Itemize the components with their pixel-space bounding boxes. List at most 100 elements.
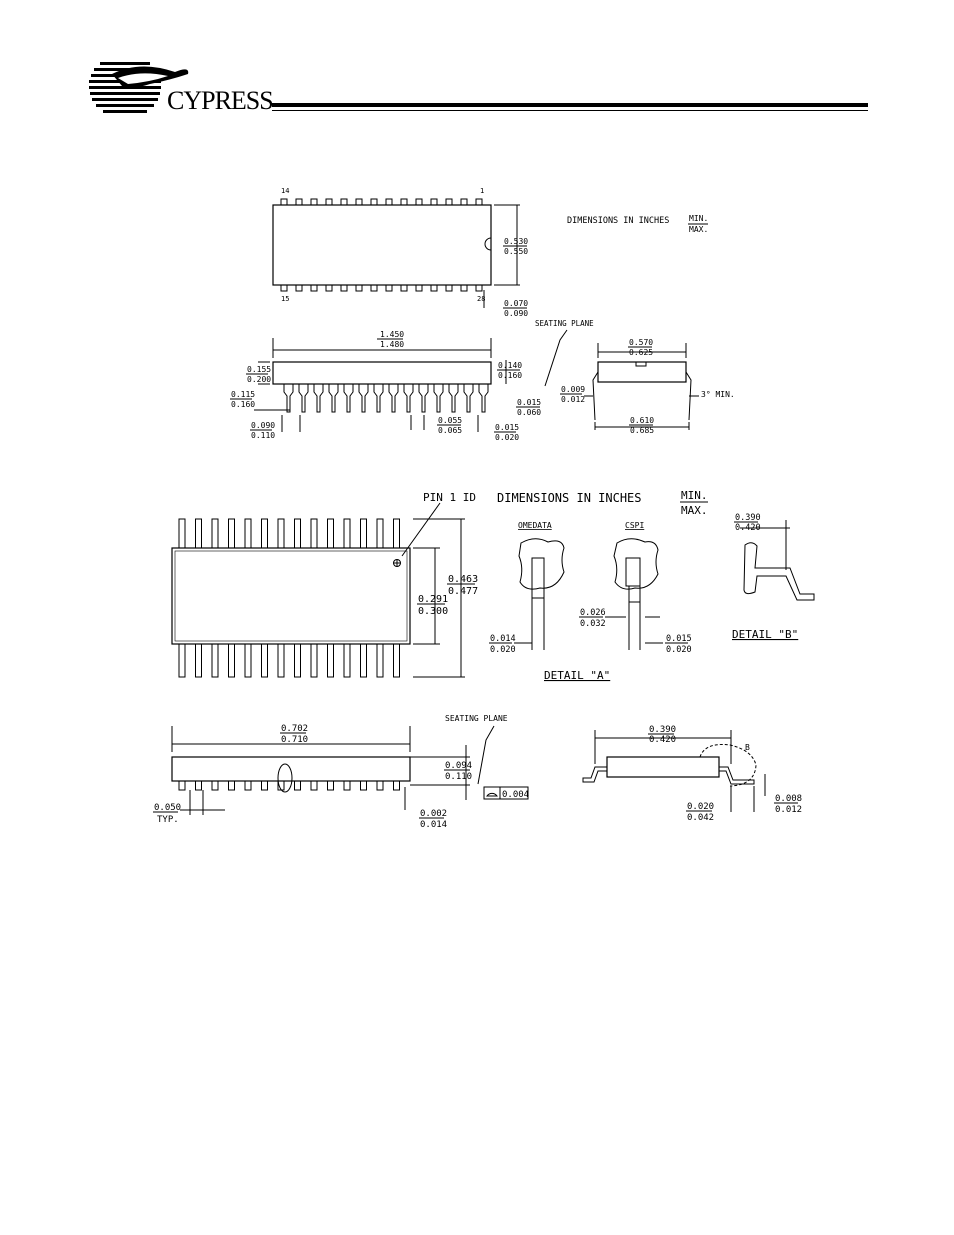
dip-side-lead (478, 384, 489, 413)
soic-pin (376, 643, 384, 678)
dip-side-body (272, 361, 492, 385)
soic-lead-min: 0.026 (580, 608, 606, 618)
soic-end-body (606, 756, 720, 778)
dip-width-min: 0.530 (504, 237, 528, 246)
soic-vendor-a: OMEDATA (518, 521, 552, 530)
soic-pin (310, 518, 318, 549)
soic-side-leads (178, 781, 400, 791)
soic-side-lead (211, 781, 219, 791)
dip-leadw-max: 0.065 (438, 426, 462, 435)
dip-pin (325, 198, 333, 205)
soic-lwb-max: 0.020 (666, 645, 692, 655)
header-rule-thick (272, 103, 868, 107)
soic-vendor-b: CSPI (625, 521, 644, 530)
soic-pin (294, 518, 301, 549)
soic-side-lead (393, 781, 400, 791)
soic-seating-plane: SEATING PLANE (445, 714, 508, 723)
soic-side-body (171, 756, 411, 782)
soic-side-lead (261, 781, 268, 791)
dip-pin (445, 285, 453, 292)
soic-pitch-typ: TYP. (157, 815, 179, 825)
detail-a-cspi-lead (613, 538, 659, 590)
soic-pin (211, 518, 219, 549)
soic-pin (310, 643, 318, 678)
soic-pin (327, 518, 334, 549)
dip-pin (370, 198, 378, 205)
soic-pin (244, 518, 252, 549)
dip-pin (295, 285, 303, 292)
soic-pin (393, 643, 400, 678)
soic-length-max: 0.710 (281, 735, 308, 745)
soic-package-drawing: PIN 1 ID 0.291 0.300 0.463 0.477 DIMENSI… (153, 489, 815, 830)
soic-pin (244, 643, 252, 678)
dip-side-lead (433, 384, 444, 413)
detail-b-lead (743, 542, 815, 601)
dip-pin (400, 198, 408, 205)
dip-side-leads (283, 384, 489, 413)
dip-pin-15-label: 15 (281, 295, 289, 303)
soic-pin (376, 518, 384, 549)
detail-a-omedata-lead (518, 538, 565, 590)
dip-pin-28-label: 28 (477, 295, 485, 303)
soic-lead-max: 0.032 (580, 619, 606, 629)
dip-pin (400, 285, 408, 292)
dip-pin (475, 285, 483, 292)
dip-pitch-max: 0.110 (251, 431, 275, 440)
soic-pin (360, 643, 367, 678)
soic-max-label: MAX. (681, 504, 708, 517)
dip-pin (475, 198, 483, 205)
dip-pin (325, 285, 333, 292)
dip-pin-1-label: 1 (480, 187, 484, 195)
soic-detail-a: DETAIL "A" (544, 669, 610, 682)
soic-height-min: 0.094 (445, 761, 472, 771)
dip-pin (445, 198, 453, 205)
dip-pin (430, 285, 438, 292)
soic-side-lead (195, 781, 202, 791)
dip-side-lead (373, 384, 384, 413)
soic-pin (195, 643, 202, 678)
soic-side-lead (360, 781, 367, 791)
soic-top-body (171, 547, 411, 645)
dip-side-lead (343, 384, 354, 413)
dip-shoulder-min: 0.140 (498, 361, 522, 370)
dip-top-body (272, 204, 492, 286)
dip-leadthk-min: 0.015 (495, 423, 519, 432)
dip-pin (385, 198, 393, 205)
dip-side-lead (448, 384, 459, 413)
soic-length-min: 0.702 (281, 724, 308, 734)
soic-thk-min: 0.008 (775, 794, 802, 804)
soic-inner-max: 0.300 (418, 606, 448, 617)
dip-pitch-min: 0.090 (251, 421, 275, 430)
soic-pin (327, 643, 334, 678)
soic-detail-b: DETAIL "B" (732, 628, 798, 641)
dip-package-drawing: 14 1 15 28 0.530 0.550 0.070 0.090 DIMEN… (230, 187, 735, 442)
dip-seat-max: 0.060 (517, 408, 541, 417)
dip-side-lead (313, 384, 324, 413)
soic-pin (228, 643, 235, 678)
dip-leadw-min: 0.055 (438, 416, 462, 425)
dip-pin (295, 198, 303, 205)
soic-b-marker: B (745, 743, 750, 752)
soic-side-lead (376, 781, 384, 791)
dip-angle: 3° MIN. (701, 390, 735, 399)
dip-length-min: 1.450 (380, 330, 404, 339)
dip-leadt-max: 0.012 (561, 395, 585, 404)
soic-pin (294, 643, 301, 678)
soic-side-lead (294, 781, 301, 791)
dip-pin (460, 285, 468, 292)
dip-end-body (597, 361, 687, 383)
dip-pins-top (280, 198, 483, 205)
dip-pin (280, 285, 288, 292)
dip-side-lead (298, 384, 309, 413)
soic-lwb-min: 0.015 (666, 634, 692, 644)
dip-pin (385, 285, 393, 292)
soic-pin (178, 518, 186, 549)
soic-standoff-max: 0.014 (420, 820, 447, 830)
header-rule-thin (272, 110, 868, 111)
soic-pin (228, 518, 235, 549)
soic-side-lead (244, 781, 252, 791)
page-header: CYPRESS (0, 0, 954, 130)
soic-detb-min: 0.390 (735, 513, 761, 523)
dip-pin (310, 285, 318, 292)
soic-pin (211, 643, 219, 678)
